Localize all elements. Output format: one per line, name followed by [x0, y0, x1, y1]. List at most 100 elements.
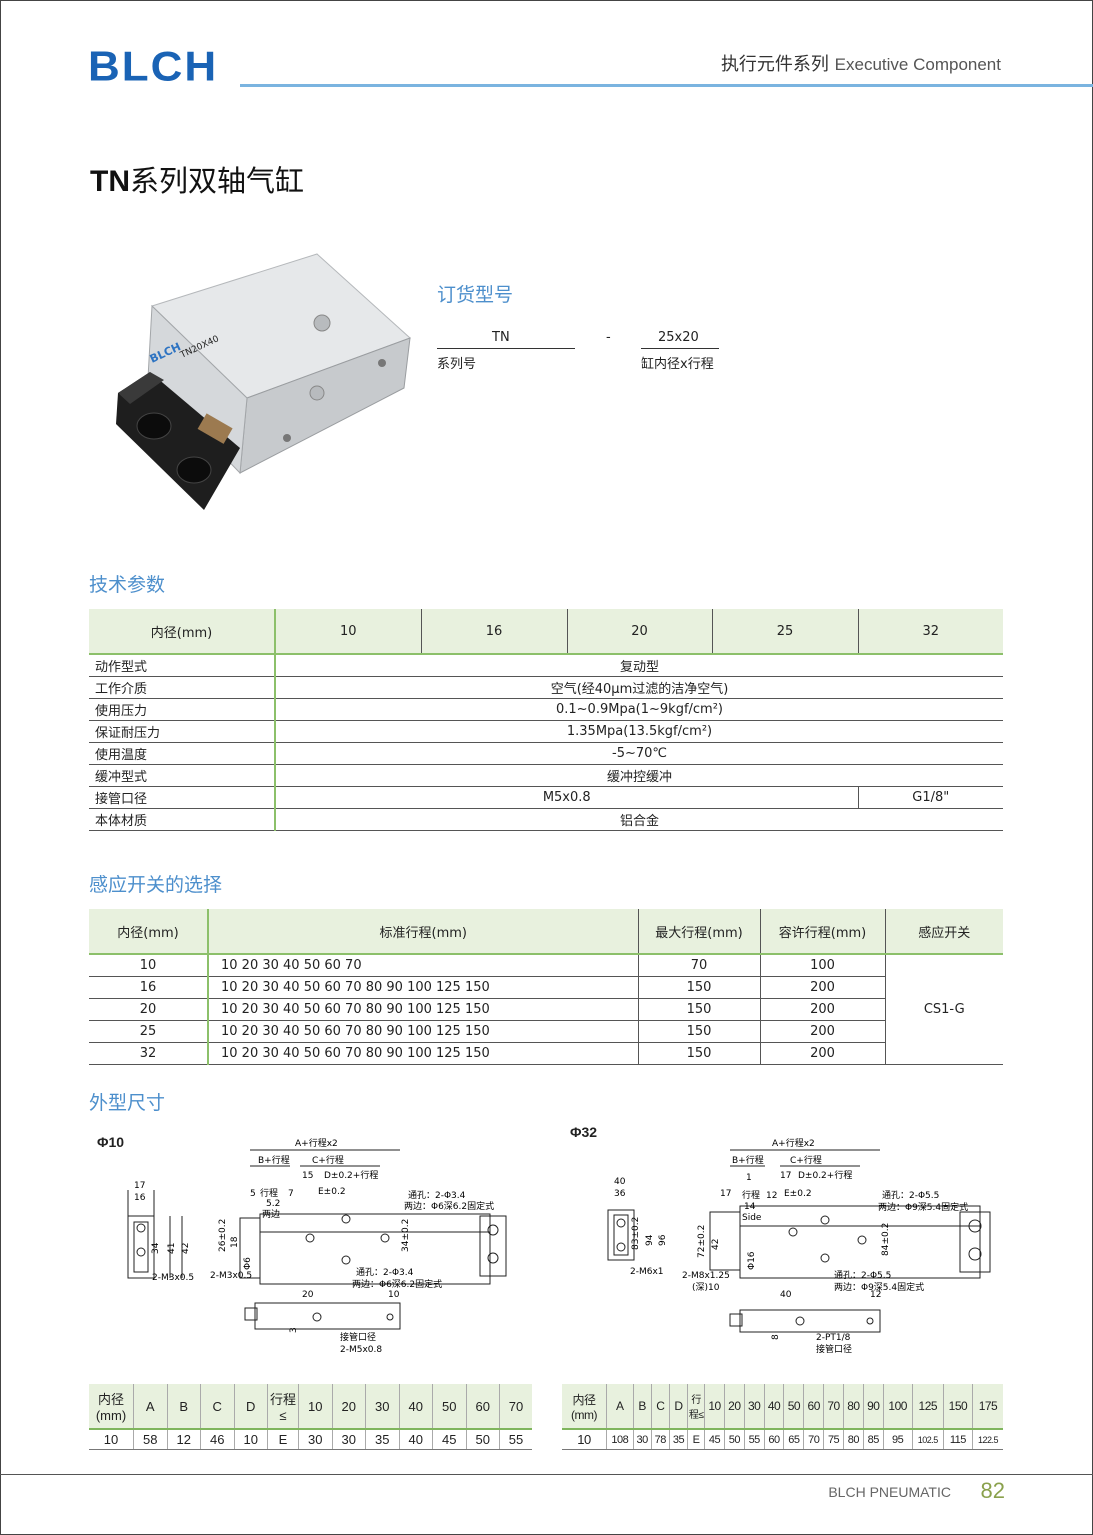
dim-text: 40: [614, 1177, 626, 1187]
dim-text: 8: [771, 1334, 781, 1340]
dims-d32-head: 80: [842, 1384, 864, 1430]
dim-text: 2-M3x0.5: [152, 1273, 194, 1283]
dim-text: 34±0.2: [401, 1219, 411, 1252]
switch-header: 内径(mm): [89, 909, 209, 955]
switch-allow-stroke: 200: [759, 1020, 885, 1043]
dim-text: D±0.2+行程: [798, 1169, 852, 1181]
dims-d32-label: Φ32: [570, 1124, 598, 1140]
dims-d10-head: A: [133, 1384, 168, 1430]
dims-d10-head: 20: [331, 1384, 366, 1430]
dim-text: 行程: [742, 1189, 760, 1201]
dims-d10-val: 12: [166, 1429, 201, 1450]
dims-d10-val: 50: [465, 1429, 500, 1450]
dim-text: 20: [302, 1290, 314, 1300]
switch-max-stroke: 150: [637, 1042, 760, 1065]
dim-text: D±0.2+行程: [324, 1169, 378, 1181]
specs-port-value-large: G1/8": [857, 786, 1003, 809]
dims-d32-head: 行程≤: [687, 1384, 706, 1430]
dim-text: 3: [289, 1327, 299, 1333]
dims-d32-val: 30: [632, 1429, 652, 1450]
dims-d32-val: 78: [650, 1429, 670, 1450]
dims-d32-head: B: [632, 1384, 652, 1430]
switch-row: 20 10 20 30 40 50 60 70 80 90 100 125 15…: [89, 998, 1003, 1021]
dim-text: 接管口径: [816, 1343, 852, 1355]
switch-bore: 10: [89, 954, 209, 977]
dims-d32-val: 55: [743, 1429, 765, 1450]
dims-d10-val: 46: [200, 1429, 235, 1450]
dims-d10-val: 58: [133, 1429, 168, 1450]
dims-d10-head: 10: [298, 1384, 333, 1430]
switch-row: 25 10 20 30 40 50 60 70 80 90 100 125 15…: [89, 1020, 1003, 1043]
dims-d32-val: 50: [723, 1429, 745, 1450]
switch-allow-stroke: 200: [759, 998, 885, 1021]
dim-text: Φ16: [747, 1251, 757, 1270]
dims-d32-val: 75: [823, 1429, 844, 1450]
header-rule: [240, 84, 1093, 87]
order-code-series: TN: [492, 330, 510, 345]
dim-text: 72±0.2: [697, 1225, 707, 1258]
dim-text: 42: [711, 1239, 721, 1250]
dims-d10-val: 10: [233, 1429, 268, 1450]
dims-d10-head: 50: [432, 1384, 467, 1430]
dim-text: E±0.2: [784, 1189, 812, 1199]
dims-d32-head: C: [650, 1384, 670, 1430]
switch-row: 16 10 20 30 40 50 60 70 80 90 100 125 15…: [89, 976, 1003, 999]
dims-d10-head: 内径 (mm): [89, 1384, 134, 1430]
switch-bore: 32: [89, 1042, 209, 1065]
switch-header-row: 内径(mm) 标准行程(mm) 最大行程(mm) 容许行程(mm) 感应开关: [89, 909, 1003, 955]
dims-heading: 外型尺寸: [89, 1092, 166, 1114]
header-series: 执行元件系列 Executive Component: [721, 50, 1001, 76]
dim-text: 42: [181, 1243, 191, 1254]
specs-bore-label: 内径(mm): [89, 609, 276, 655]
dim-text: 通孔：2-Φ3.4: [356, 1267, 414, 1278]
specs-bore: 16: [420, 609, 567, 655]
dims-d32-val: 60: [763, 1429, 785, 1450]
page-number: 82: [980, 1478, 1005, 1503]
switch-std-stroke: 10 20 30 40 50 60 70 80 90 100 125 150: [208, 1042, 638, 1065]
dims-d10-head: B: [166, 1384, 201, 1430]
specs-row-label: 缓冲型式: [89, 764, 276, 787]
specs-port-value-small: M5x0.8: [275, 786, 858, 809]
dims-d32-val: 122.5: [971, 1429, 1003, 1450]
specs-row-label: 动作型式: [89, 654, 276, 677]
dims-d10-head: 40: [398, 1384, 433, 1430]
dims-d10-label: Φ10: [97, 1134, 125, 1150]
specs-material-value: 铝合金: [275, 808, 1003, 831]
switch-allow-stroke: 200: [759, 976, 885, 999]
dim-text: 94: [645, 1234, 655, 1246]
order-label-bore-stroke: 缸内径x行程: [641, 357, 714, 372]
dim-text: 7: [288, 1189, 294, 1199]
specs-table: 内径(mm) 10 16 20 25 32 动作型式复动型 工作介质空气(经40…: [89, 609, 1003, 831]
dim-text: 16: [134, 1193, 146, 1203]
dims-d32-val: 95: [882, 1429, 913, 1450]
dim-text: 通孔：2-Φ5.5: [882, 1190, 939, 1201]
dim-text: 17: [134, 1181, 145, 1191]
dim-text: 1: [746, 1173, 752, 1183]
order-underline-2: [641, 348, 719, 349]
specs-row-value: 1.35Mpa(13.5kgf/cm²): [275, 720, 1003, 743]
dim-text: E±0.2: [318, 1187, 346, 1197]
dim-text: 96: [658, 1234, 668, 1246]
switch-std-stroke: 10 20 30 40 50 60 70: [208, 954, 638, 977]
specs-row-label: 工作介质: [89, 676, 276, 699]
switch-max-stroke: 150: [637, 976, 760, 999]
dim-text: Φ6: [243, 1257, 253, 1270]
order-heading: 订货型号: [437, 284, 514, 306]
specs-row: 动作型式复动型: [89, 654, 1003, 677]
switch-max-stroke: 150: [637, 1020, 760, 1043]
dims-d32-head: 125: [911, 1384, 944, 1430]
dim-text: 2-M3x0.5: [210, 1271, 252, 1281]
switch-row: 32 10 20 30 40 50 60 70 80 90 100 125 15…: [89, 1042, 1003, 1065]
dim-text: (深)10: [692, 1282, 720, 1293]
dims-d10-val: 30: [331, 1429, 366, 1450]
dims-d32-head: 90: [862, 1384, 884, 1430]
dims-d32-head: 175: [971, 1384, 1003, 1430]
specs-material-row: 本体材质铝合金: [89, 808, 1003, 831]
dim-text: 通孔：2-Φ3.4: [408, 1190, 466, 1201]
header-series-en: Executive Component: [834, 55, 1001, 74]
switch-std-stroke: 10 20 30 40 50 60 70 80 90 100 125 150: [208, 976, 638, 999]
dims-d32-val: E: [687, 1429, 706, 1450]
specs-row-label: 保证耐压力: [89, 720, 276, 743]
switch-header: 容许行程(mm): [759, 909, 885, 955]
